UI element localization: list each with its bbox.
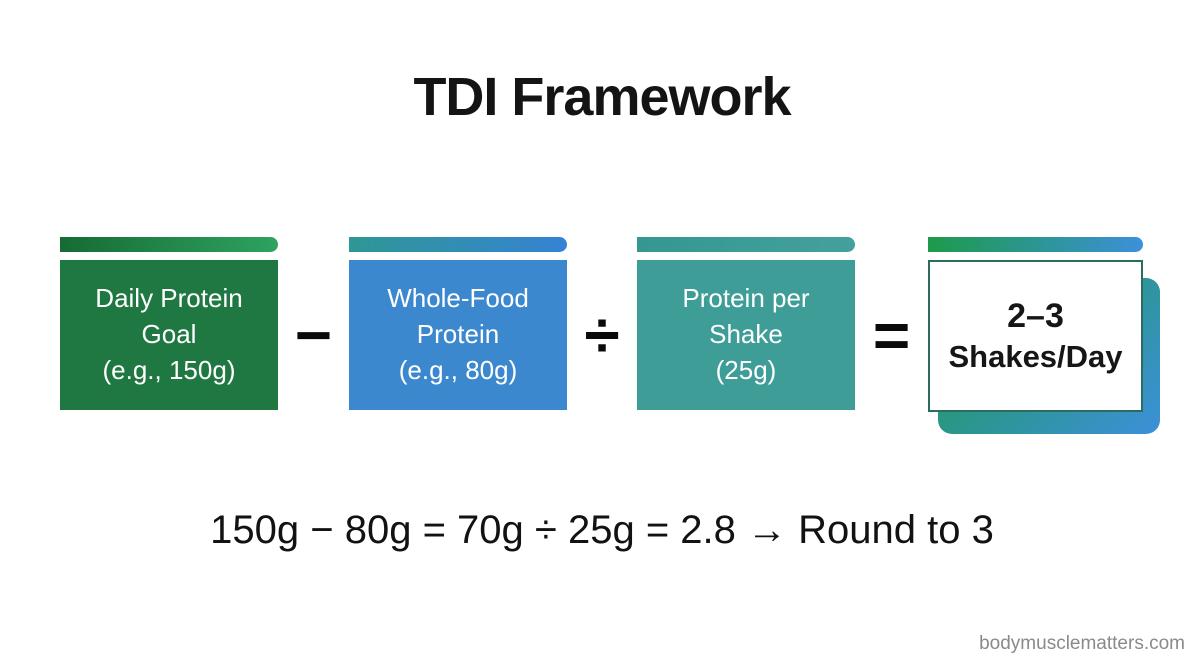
result-unit: Shakes/Day	[948, 338, 1123, 374]
step-box: Protein per Shake (25g)	[637, 260, 855, 410]
watermark: bodymusclematters.com	[979, 633, 1185, 654]
result-box: 2–3 Shakes/Day	[928, 260, 1143, 412]
step-accent-strip	[60, 237, 278, 252]
step-label: Daily Protein Goal (e.g., 150g)	[95, 283, 243, 385]
divide-operator: ÷	[584, 299, 620, 371]
step-label: Protein per Shake (25g)	[682, 283, 810, 385]
step-result: 2–3 Shakes/Day	[928, 237, 1160, 437]
step-label: Whole-Food Protein (e.g., 80g)	[387, 283, 529, 385]
step-box: Whole-Food Protein (e.g., 80g)	[349, 260, 567, 410]
step-accent-strip	[349, 237, 567, 252]
equals-operator: =	[872, 299, 911, 371]
minus-operator: −	[294, 299, 333, 371]
step-accent-strip	[637, 237, 855, 252]
step-accent-strip	[928, 237, 1143, 252]
example-calculation: 150g − 80g = 70g ÷ 25g = 2.8 → Round to …	[210, 508, 994, 552]
result-value: 2–3	[1007, 297, 1064, 336]
page-title: TDI Framework	[413, 67, 791, 127]
step-box: Daily Protein Goal (e.g., 150g)	[60, 260, 278, 410]
